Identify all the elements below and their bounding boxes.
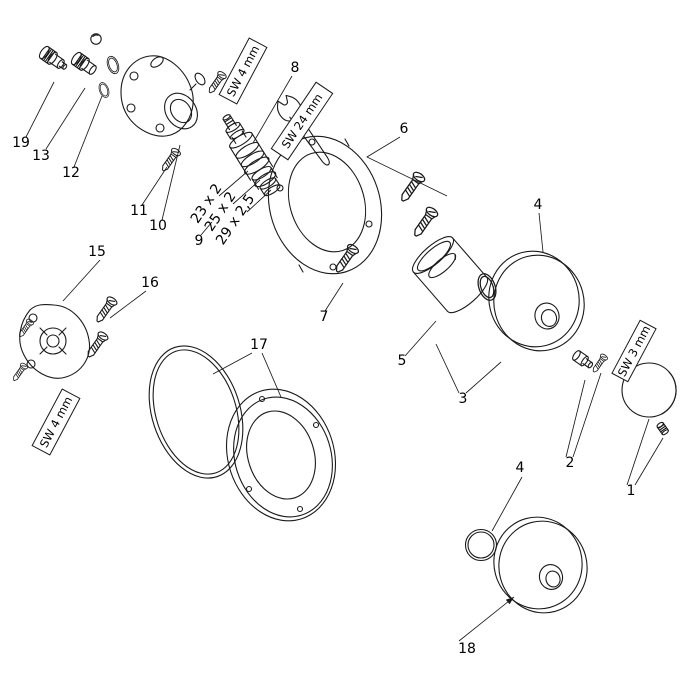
- part-9-cartridge: [222, 114, 281, 197]
- label-part-10: 10: [149, 218, 167, 234]
- part-5-sleeve: [411, 236, 489, 314]
- tag-sw4-left: SW 4 mm: [31, 388, 81, 456]
- label-part-15: 15: [88, 244, 106, 260]
- part-12-o-rings: [96, 54, 122, 100]
- part-2-adapter: [572, 350, 609, 375]
- part-labels: 19 13 12 11 10 9 8 6 7 5 3 4 2 1 15 16 1…: [12, 60, 635, 657]
- label-part-17: 17: [250, 337, 268, 353]
- part-4-escutcheon: [488, 250, 585, 352]
- mounting-plate-oval: [267, 135, 383, 275]
- part-7-screw: [331, 242, 361, 276]
- part-13-check-valve: [70, 33, 102, 75]
- tag-sw4-top: SW 4 mm: [218, 37, 268, 105]
- part-16-screws: [83, 294, 119, 361]
- label-part-9: 9: [195, 233, 204, 249]
- label-part-12: 12: [62, 165, 80, 181]
- label-part-13: 13: [32, 148, 50, 164]
- tag-sw24: SW 24 mm: [270, 81, 334, 161]
- label-part-4: 4: [534, 197, 543, 213]
- part-15-bracket: [10, 303, 91, 383]
- part-6-screws: [396, 169, 440, 240]
- part-4-escutcheon-2: [493, 516, 588, 614]
- label-part-1: 1: [627, 483, 636, 499]
- dimension-tags: SW 4 mm SW 24 mm SW 3 mm SW 4 mm: [31, 37, 657, 456]
- part-19-connector: [38, 45, 68, 70]
- label-part-16: 16: [141, 275, 159, 291]
- label-part-8: 8: [291, 60, 300, 76]
- label-part-3: 3: [459, 391, 468, 407]
- label-part-4b: 4: [516, 460, 525, 476]
- label-part-18: 18: [458, 641, 476, 657]
- part-17-seal-ring: [148, 345, 244, 479]
- leader-lines: [25, 75, 664, 642]
- label-part-7: 7: [320, 309, 329, 325]
- tag-sw3: SW 3 mm: [611, 319, 657, 383]
- part-10-valve-body: [120, 55, 206, 137]
- label-part-5: 5: [398, 353, 407, 369]
- part-1-handle: [621, 362, 677, 436]
- o-ring-bottom: [464, 528, 498, 562]
- label-part-19: 19: [12, 135, 30, 151]
- tag-sw24-label: SW 24 mm: [279, 91, 326, 151]
- label-part-6: 6: [400, 121, 409, 137]
- label-part-11: 11: [130, 203, 148, 219]
- label-part-2: 2: [566, 455, 575, 471]
- part-17-trim-ring: [225, 388, 337, 522]
